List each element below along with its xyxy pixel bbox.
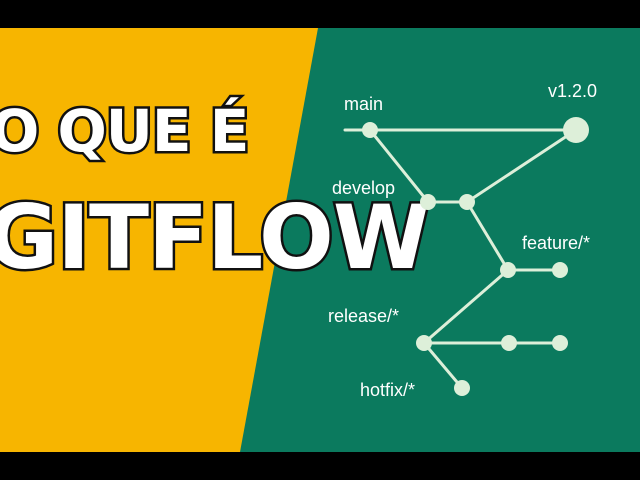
commit-node <box>416 335 432 351</box>
tag-node <box>563 117 589 143</box>
commit-node <box>500 262 516 278</box>
hotfix-line <box>422 341 464 390</box>
commit-node <box>459 194 475 210</box>
commit-node <box>552 335 568 351</box>
commit-node <box>552 262 568 278</box>
commit-node <box>454 380 470 396</box>
release-line <box>419 268 562 345</box>
develop-line <box>368 128 578 204</box>
yellow-panel <box>0 28 318 452</box>
label-feature: feature/* <box>522 233 590 253</box>
label-release: release/* <box>328 306 399 326</box>
commit-node <box>501 335 517 351</box>
commit-nodes <box>362 117 589 396</box>
commit-node <box>362 122 378 138</box>
label-main: main <box>344 94 383 114</box>
label-tag: v1.2.0 <box>548 81 597 101</box>
label-develop: develop <box>332 178 395 198</box>
headline-line-1: O QUE É <box>0 97 252 165</box>
commit-node <box>420 194 436 210</box>
headline-line-2: GITFLOW <box>0 186 432 289</box>
branch-lines <box>343 128 578 390</box>
label-hotfix: hotfix/* <box>360 380 415 400</box>
